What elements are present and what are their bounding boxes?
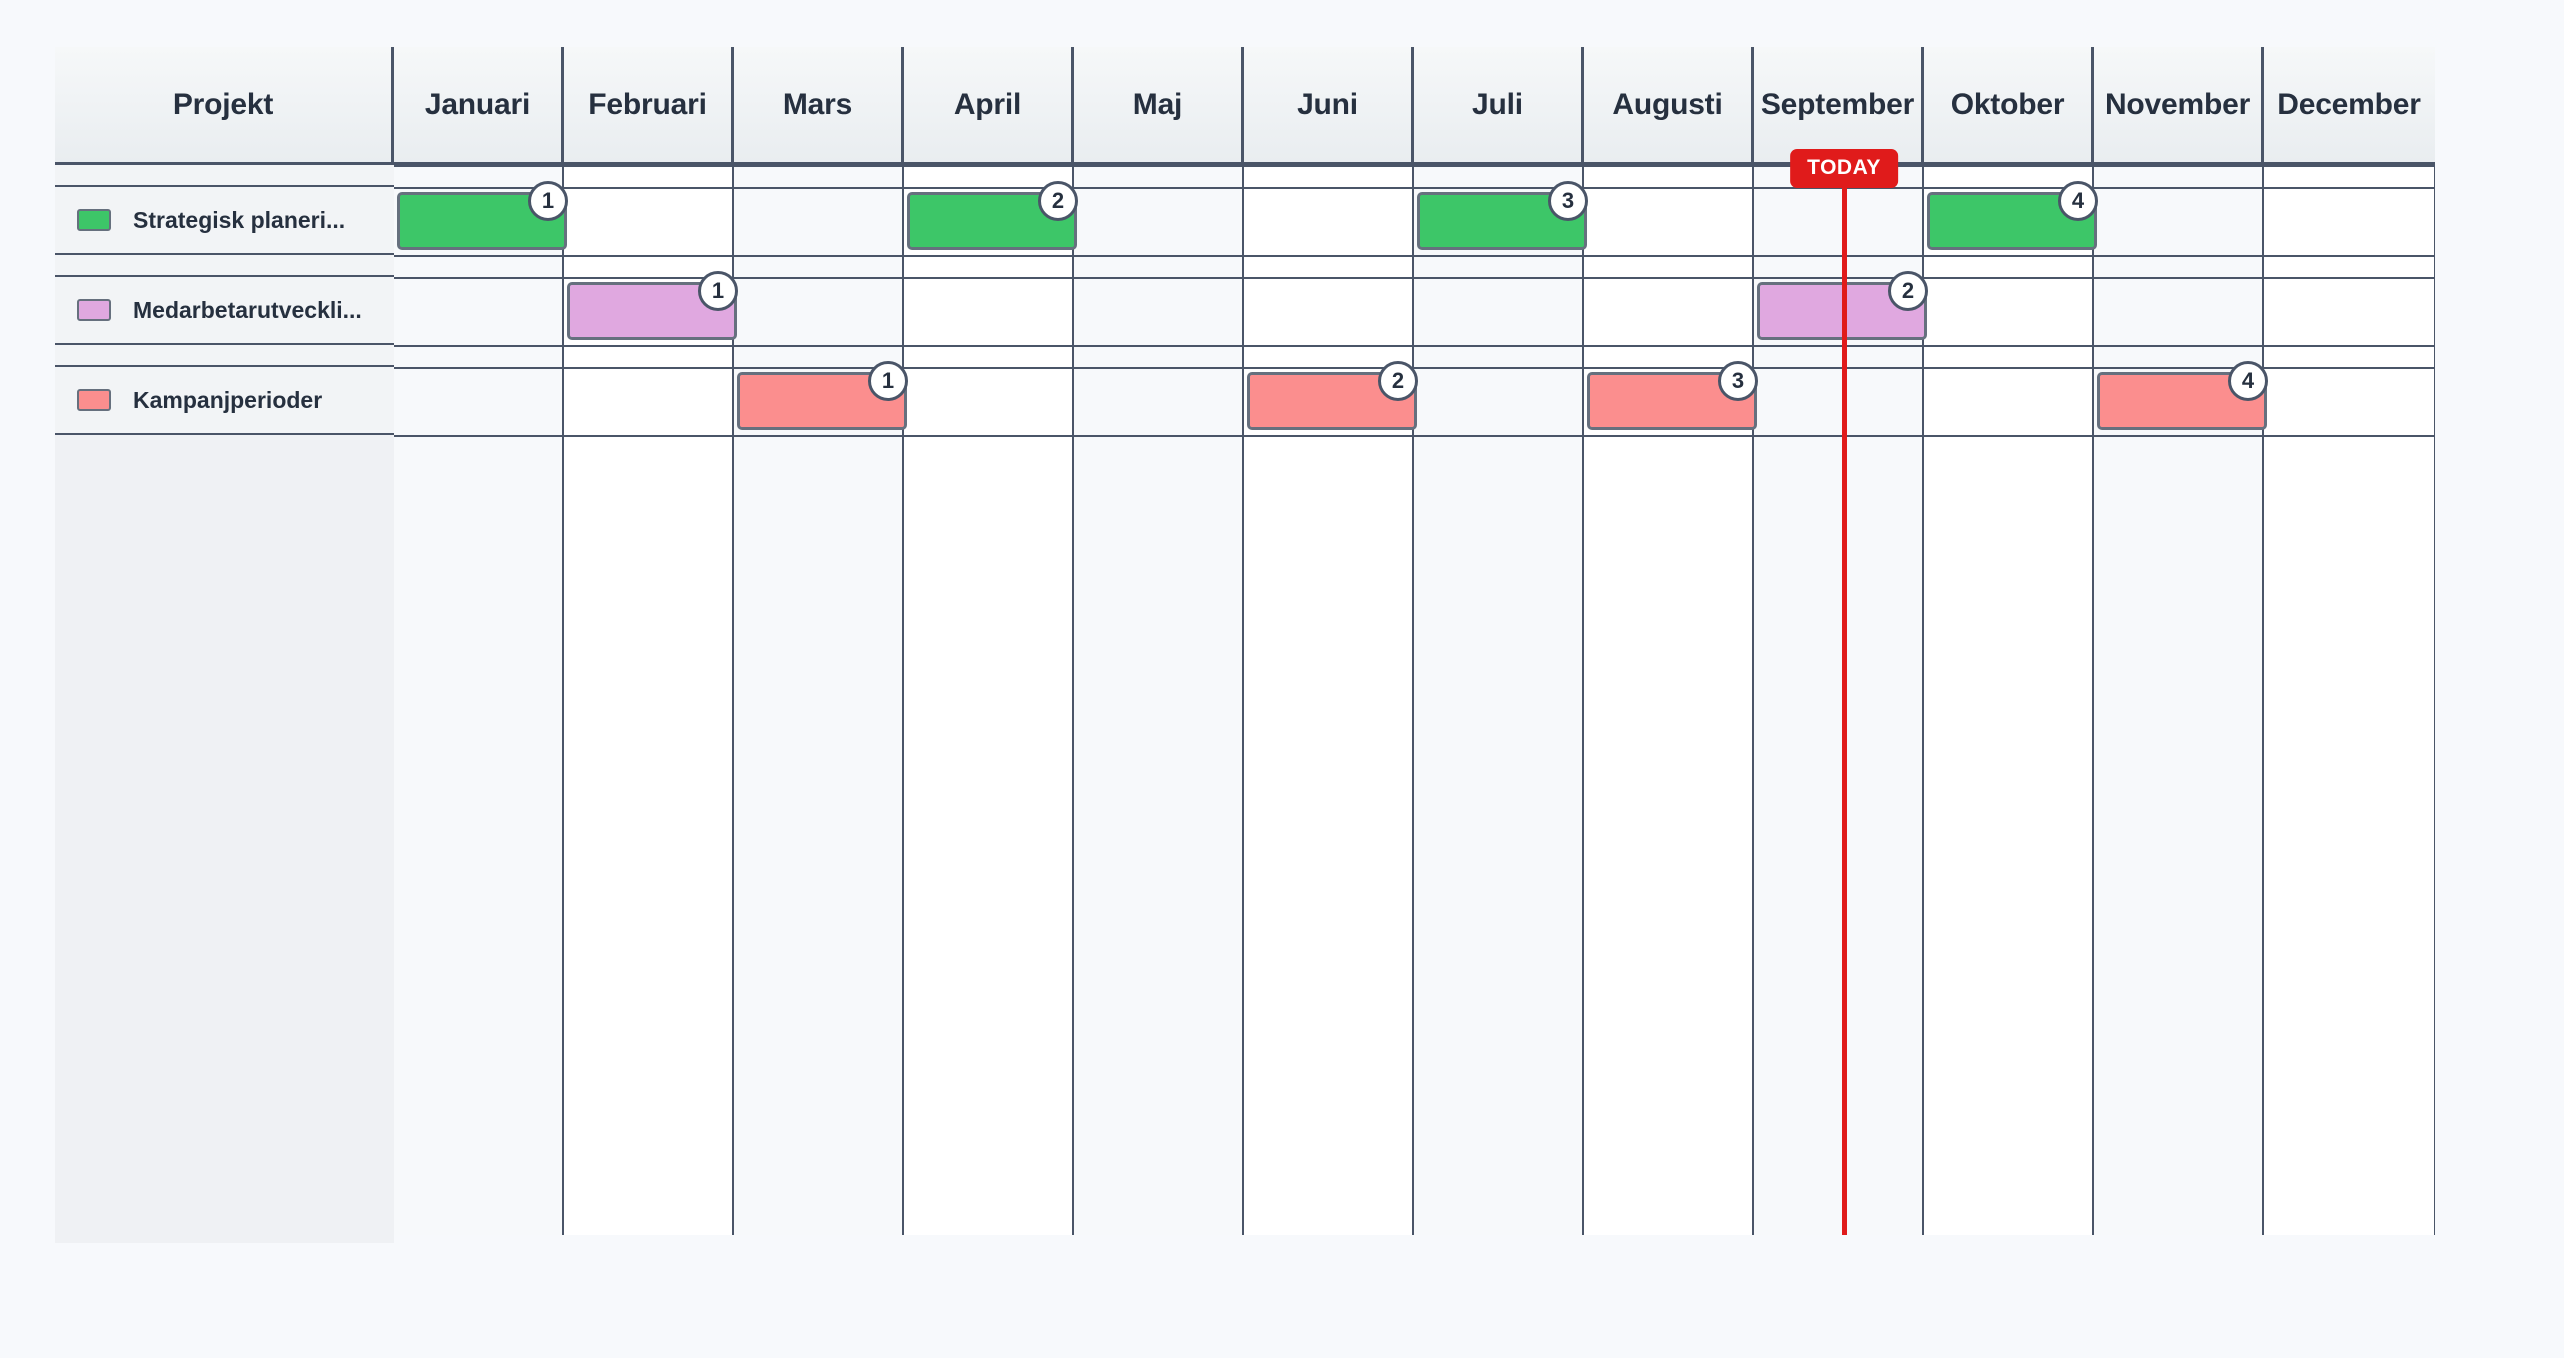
today-flag[interactable]: TODAY	[1790, 149, 1898, 188]
row-separator	[394, 345, 2435, 347]
month-column-december	[2264, 165, 2434, 1235]
color-swatch-green	[77, 209, 111, 231]
task-badge: 1	[868, 361, 908, 401]
month-column-juli	[1414, 165, 1584, 1235]
month-column-juni	[1244, 165, 1414, 1235]
task-bar[interactable]: 1	[397, 181, 568, 250]
color-swatch-red	[77, 389, 111, 411]
header-month-juni[interactable]: Juni	[1244, 47, 1414, 162]
month-column-november	[2094, 165, 2264, 1235]
header-month-januari[interactable]: Januari	[394, 47, 564, 162]
task-bar[interactable]: 2	[1247, 361, 1418, 430]
header-month-februari[interactable]: Februari	[564, 47, 734, 162]
task-bar[interactable]: 1	[737, 361, 908, 430]
month-column-maj	[1074, 165, 1244, 1235]
task-bar[interactable]: 3	[1417, 181, 1588, 250]
header-month-juli[interactable]: Juli	[1414, 47, 1584, 162]
timeline-grid	[55, 165, 2435, 1235]
header-month-augusti[interactable]: Augusti	[1584, 47, 1754, 162]
task-badge: 1	[528, 181, 568, 221]
row-spacer	[55, 345, 394, 367]
task-bar[interactable]: 4	[2097, 361, 2268, 430]
task-bar[interactable]: 1	[567, 271, 738, 340]
today-line	[1842, 165, 1847, 1235]
task-badge: 1	[698, 271, 738, 311]
row-separator	[394, 277, 2435, 279]
header-month-oktober[interactable]: Oktober	[1924, 47, 2094, 162]
project-legend-list: Strategisk planeri... Medarbetarutveckli…	[55, 165, 394, 1243]
task-badge: 4	[2058, 181, 2098, 221]
list-item-label: Medarbetarutveckli...	[133, 296, 362, 323]
task-badge: 3	[1718, 361, 1758, 401]
header-month-maj[interactable]: Maj	[1074, 47, 1244, 162]
color-swatch-purple	[77, 299, 111, 321]
list-item-label: Strategisk planeri...	[133, 206, 346, 233]
row-separator	[394, 435, 2435, 437]
timeline-header: Projekt Januari Februari Mars April Maj …	[55, 47, 2435, 165]
list-item-kampanjperioder[interactable]: Kampanjperioder	[55, 367, 394, 435]
row-separator	[394, 367, 2435, 369]
month-column-februari	[564, 165, 734, 1235]
task-badge: 2	[1378, 361, 1418, 401]
header-month-december[interactable]: December	[2277, 87, 2421, 121]
header-month-september[interactable]: September	[1754, 47, 1924, 162]
month-column-september	[1754, 165, 1924, 1235]
header-month-april[interactable]: April	[904, 47, 1074, 162]
row-separator	[394, 165, 2435, 167]
header-month-november[interactable]: November	[2094, 47, 2264, 162]
task-bar[interactable]: 4	[1927, 181, 2098, 250]
task-badge: 2	[1038, 181, 1078, 221]
row-separator	[394, 255, 2435, 257]
gantt-chart: Projekt Januari Februari Mars April Maj …	[55, 47, 2435, 1243]
list-item-medarbetarutveckling[interactable]: Medarbetarutveckli...	[55, 277, 394, 345]
month-column-mars	[734, 165, 904, 1235]
header-month-mars[interactable]: Mars	[734, 47, 904, 162]
month-column-augusti	[1584, 165, 1754, 1235]
month-column-januari	[394, 165, 564, 1235]
list-item-label: Kampanjperioder	[133, 386, 323, 413]
sidebar-empty-area	[55, 435, 394, 1243]
month-column-april	[904, 165, 1074, 1235]
row-separator	[394, 187, 2435, 189]
month-column-oktober	[1924, 165, 2094, 1235]
task-badge: 3	[1548, 181, 1588, 221]
header-projekt: Projekt	[55, 47, 394, 162]
task-bar[interactable]: 3	[1587, 361, 1758, 430]
task-badge: 2	[1888, 271, 1928, 311]
list-item-strategisk-planering[interactable]: Strategisk planeri...	[55, 187, 394, 255]
task-badge: 4	[2228, 361, 2268, 401]
task-bar[interactable]: 2	[907, 181, 1078, 250]
row-spacer	[55, 255, 394, 277]
row-spacer	[55, 165, 394, 187]
